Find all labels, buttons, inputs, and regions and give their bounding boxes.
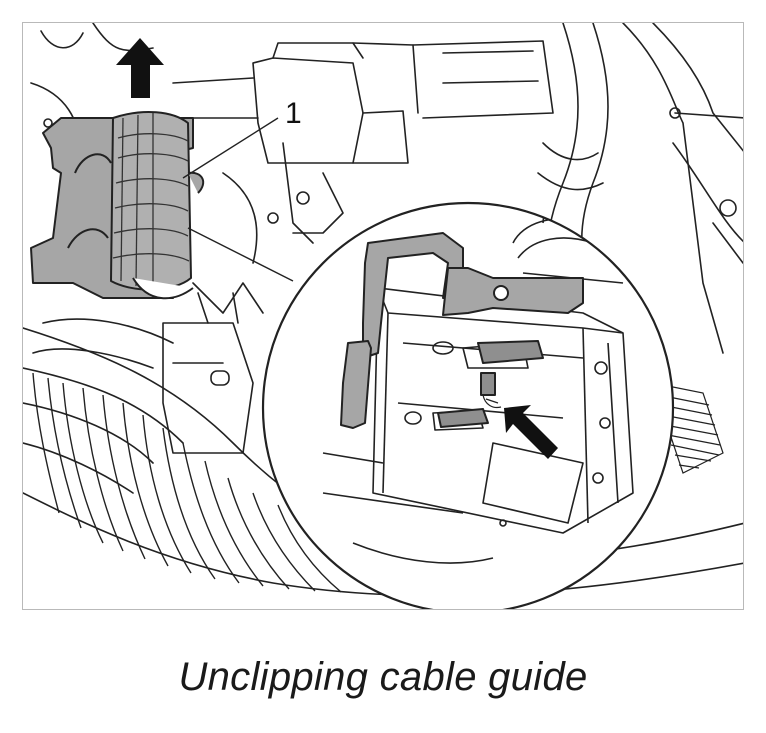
- detail-magnifier: [261, 201, 675, 609]
- callout-leader: [182, 117, 294, 282]
- cable-guide-part: [30, 111, 205, 300]
- callout-number: 1: [285, 97, 302, 130]
- pointer-arrow-icon: [504, 405, 558, 459]
- technical-illustration: 1: [23, 23, 743, 609]
- figure-caption: Unclipping cable guide: [178, 655, 588, 699]
- illustration-frame: 1: [22, 22, 744, 610]
- hose-ribbing: [32, 372, 342, 593]
- up-arrow-icon: [116, 38, 164, 98]
